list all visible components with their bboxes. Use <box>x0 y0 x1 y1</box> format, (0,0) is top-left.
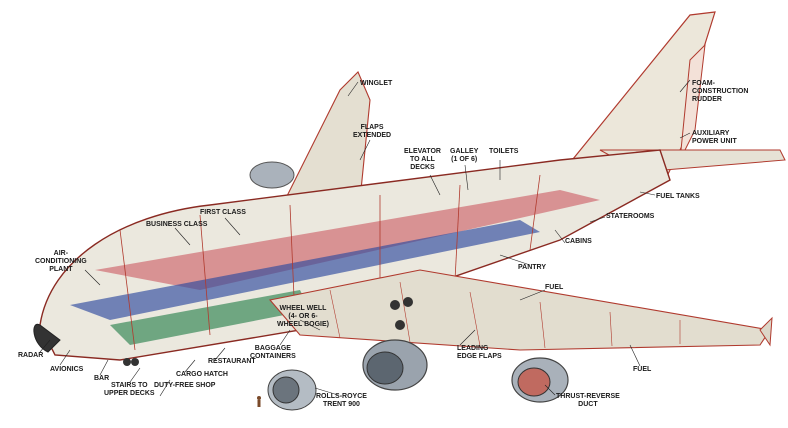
label-stairs: STAIRS TO UPPER DECKS <box>104 382 155 397</box>
label-air-conditioning: AIR- CONDITIONING PLANT <box>35 250 87 273</box>
label-baggage: BAGGAGE CONTAINERS <box>250 345 296 360</box>
label-restaurant: RESTAURANT <box>208 358 256 365</box>
person-figure <box>257 396 261 407</box>
label-galley: GALLEY (1 OF 6) <box>450 148 479 163</box>
nose-landing-gear <box>123 358 139 366</box>
trent-900-engine <box>267 369 317 411</box>
label-cabins: CABINS <box>565 238 592 245</box>
label-elevator: ELEVATOR TO ALL DECKS <box>404 148 441 171</box>
lower-deck <box>110 290 310 345</box>
wing-ribs <box>329 281 681 349</box>
label-radar: RADAR <box>18 352 44 359</box>
label-wheel-well: WHEEL WELL (4- OR 6- WHEEL BOGIE) <box>277 305 329 328</box>
label-winglet: WINGLET <box>360 80 393 87</box>
label-duty-free: DUTY-FREE SHOP <box>154 382 216 389</box>
label-fuel-tip: FUEL <box>633 366 652 373</box>
label-foam-rudder: FOAM- CONSTRUCTION RUDDER <box>692 80 749 103</box>
label-cargo-hatch: CARGO HATCH <box>176 371 228 378</box>
label-rolls-royce: ROLLS-ROYCE TRENT 900 <box>316 393 367 408</box>
label-first-class: FIRST CLASS <box>200 209 246 216</box>
label-toilets: TOILETS <box>489 148 519 155</box>
near-wing <box>268 269 771 351</box>
far-engine <box>249 161 295 189</box>
rudder <box>679 43 706 161</box>
label-avionics: AVIONICS <box>50 366 84 373</box>
label-staterooms: STATEROOMS <box>606 213 655 220</box>
main-landing-gear <box>390 297 413 330</box>
label-fuel-tanks: FUEL TANKS <box>656 193 700 200</box>
outer-engine <box>511 357 569 403</box>
leader-lines <box>39 79 691 397</box>
label-apu: AUXILIARY POWER UNIT <box>692 130 737 145</box>
upper-deck <box>95 190 600 290</box>
label-flaps-extended: FLAPS EXTENDED <box>353 124 392 139</box>
label-pantry: PANTRY <box>518 264 546 271</box>
inner-engine <box>362 339 428 391</box>
near-winglet <box>759 316 773 347</box>
label-bar: BAR <box>94 375 110 382</box>
label-fuel-wing: FUEL <box>545 284 564 291</box>
label-thrust-reverse: THRUST-REVERSE DUCT <box>556 393 620 408</box>
label-leading-edge: LEADING EDGE FLAPS <box>457 345 502 360</box>
nose-radome <box>33 323 61 353</box>
main-deck-seats <box>70 220 540 320</box>
label-business-class: BUSINESS CLASS <box>146 221 208 228</box>
